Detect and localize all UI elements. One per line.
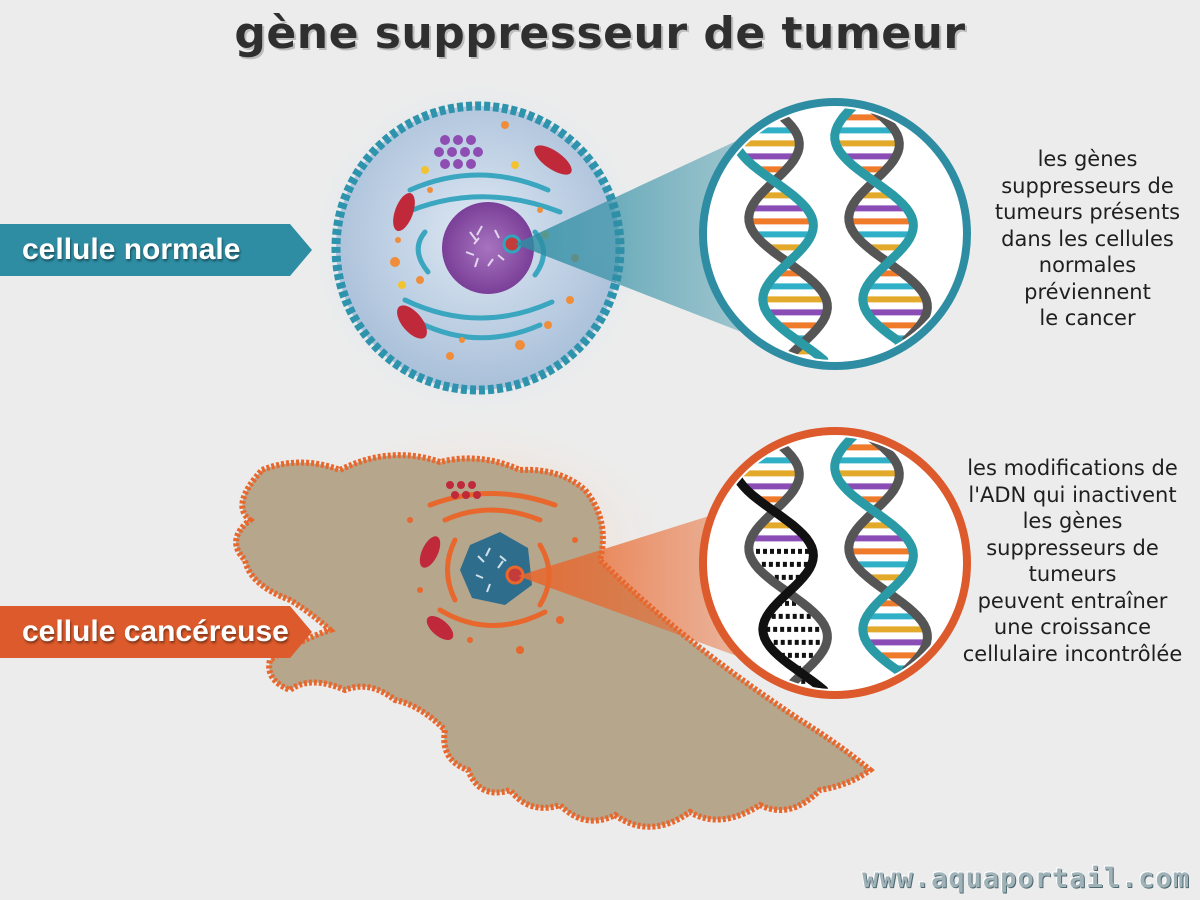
normal-dna-zoom — [699, 98, 971, 370]
normal-cell — [303, 73, 653, 423]
cancer-vesicles — [407, 517, 578, 654]
cancer-golgi — [446, 481, 481, 499]
cancer-cell — [233, 415, 875, 830]
cancer-description-line: l'ADN qui inactivent — [968, 482, 1177, 507]
cancer-dna-zoom — [699, 427, 971, 699]
cancer-chromatin — [475, 547, 514, 593]
mitochondria — [393, 145, 572, 339]
normal-description-line: tumeurs présents — [994, 200, 1181, 224]
golgi-apparatus — [434, 135, 483, 169]
cancer-description-line: les modifications de — [967, 456, 1178, 480]
normal-description-line: dans les cellules — [1001, 226, 1174, 251]
normal-description-line: normales — [1038, 253, 1137, 277]
normal-nucleus — [442, 202, 534, 294]
page-title: gène suppresseur de tumeur — [234, 8, 966, 59]
cancer-description-line: une croissance — [993, 615, 1152, 639]
cancer-mitochondria — [419, 536, 454, 640]
dna-strand — [844, 108, 932, 360]
dna-strand — [844, 437, 932, 689]
dna-strand — [744, 437, 832, 689]
normal-description-line: suppresseurs de — [1001, 173, 1174, 198]
cancer-description-line: les gènes — [1022, 509, 1123, 533]
dna-strand — [830, 108, 929, 360]
watermark-url: www.aquaportail.com — [862, 863, 1190, 894]
dna-strand — [744, 108, 832, 360]
cancer-nucleolus — [505, 565, 525, 585]
label-normal-cell: cellule normale — [0, 224, 312, 276]
normal-description-line: préviennent — [1024, 279, 1151, 304]
cancer-description-line: peuvent entraîner — [977, 588, 1168, 613]
label-cancer-cell: cellule cancéreuse — [0, 606, 312, 658]
chromatin — [465, 225, 505, 268]
dna-double-helix — [830, 108, 932, 360]
cancer-cell-body — [233, 452, 875, 830]
dna-strand — [830, 437, 929, 689]
cancer-nucleus — [460, 532, 532, 605]
cancer-description-line: suppresseurs de — [986, 535, 1159, 560]
normal-description-line: les gènes — [1037, 147, 1138, 171]
cancer-description: les modifications de l'ADN qui inactiven… — [945, 455, 1200, 667]
normal-description-line: le cancer — [1039, 306, 1136, 330]
cancer-description-line: cellulaire incontrôlée — [962, 641, 1183, 666]
cancer-description-line: tumeurs — [1028, 562, 1117, 586]
normal-description: les gènes suppresseurs de tumeurs présen… — [975, 146, 1200, 332]
lysosomes — [398, 161, 549, 289]
